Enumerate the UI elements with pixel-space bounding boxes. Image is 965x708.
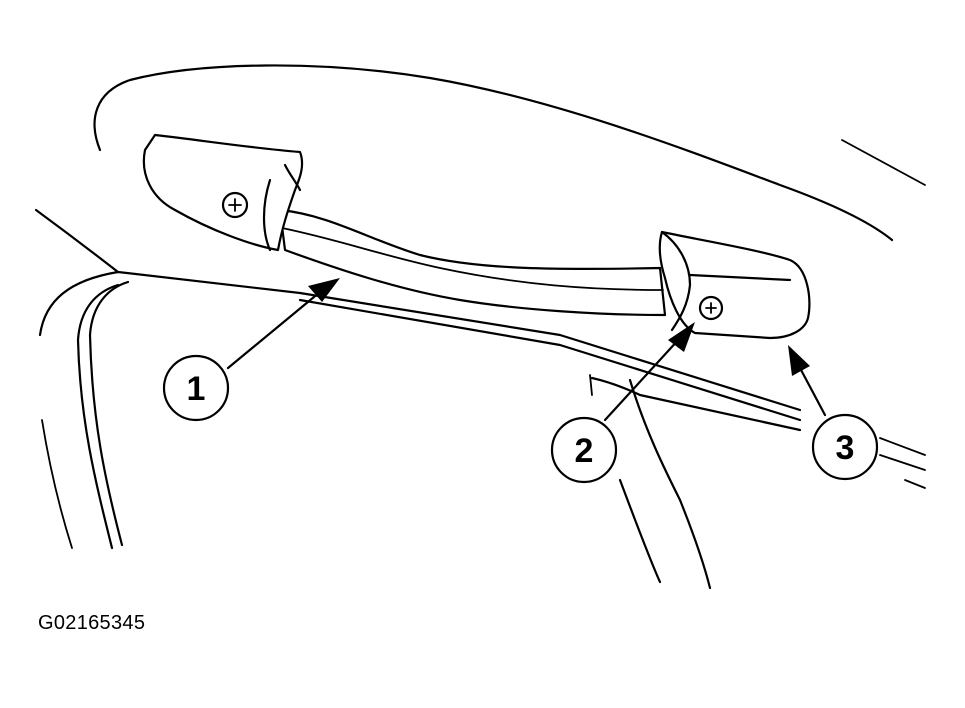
- right-end-cover: [658, 230, 811, 340]
- headliner-outline: [93, 64, 926, 242]
- callout-2-label: 2: [575, 432, 594, 470]
- left-end-cover: [142, 133, 304, 252]
- window-frame: [34, 208, 926, 590]
- callout-3-label: 3: [836, 429, 855, 467]
- callout-2: 2: [550, 322, 695, 484]
- grab-handle-bar: [278, 208, 667, 317]
- figure-id-label: G02165345: [38, 612, 146, 634]
- callout-3: 3: [788, 345, 879, 481]
- callout-1-label: 1: [187, 370, 206, 408]
- callout-1: 1: [162, 278, 340, 422]
